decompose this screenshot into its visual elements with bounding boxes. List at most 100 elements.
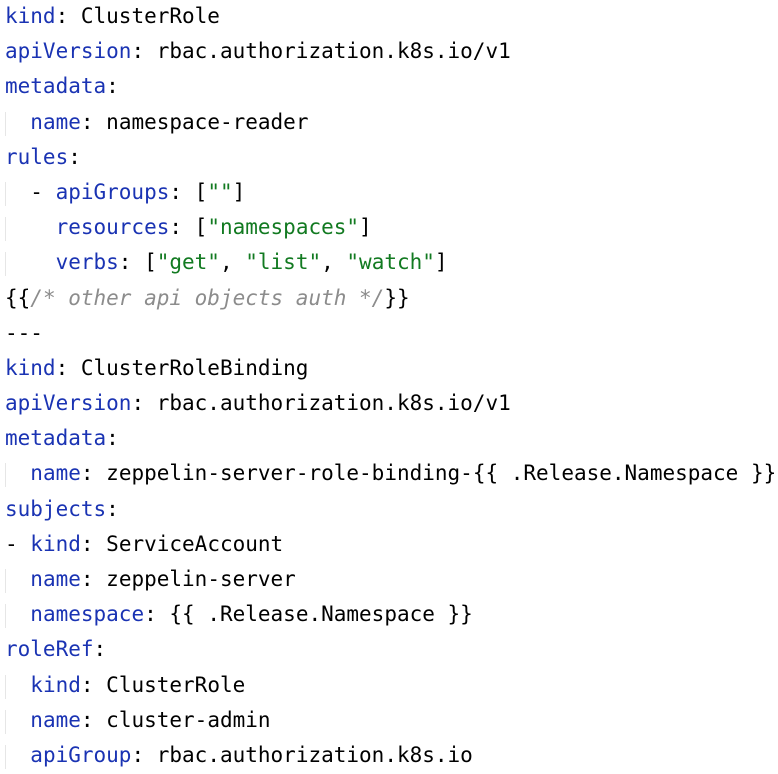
code-token: : (106, 74, 119, 99)
code-token (5, 708, 30, 732)
yaml-string: "watch" (346, 250, 435, 275)
code-token: - (5, 179, 56, 204)
code-line: name: zeppelin-server-role-binding-{{ .R… (0, 457, 778, 492)
code-token: }} (384, 285, 410, 310)
yaml-key: name (30, 109, 81, 134)
yaml-key: rules (5, 144, 69, 169)
code-token: ClusterRoleBinding (80, 355, 309, 380)
code-line: kind: ClusterRoleBinding (0, 352, 778, 387)
yaml-key: kind (30, 672, 81, 697)
code-token: : (55, 355, 81, 380)
code-token: {{ .Release.Namespace }} (169, 602, 473, 627)
code-token: , (219, 250, 246, 275)
code-token: : (93, 637, 107, 662)
code-token: namespace-reader (106, 109, 309, 134)
indent-guide (5, 744, 6, 769)
code-token: : (131, 742, 157, 767)
code-token: : [ (169, 179, 208, 204)
yaml-key: kind (30, 531, 81, 556)
code-token: , (321, 250, 347, 275)
code-line: name: zeppelin-server (0, 563, 778, 598)
yaml-key: verbs (55, 250, 119, 275)
yaml-string: "namespaces" (207, 215, 360, 240)
yaml-key: subjects (5, 496, 107, 521)
code-token: : (131, 39, 157, 64)
code-token: ] (434, 250, 448, 275)
code-line: namespace: {{ .Release.Namespace }} (0, 598, 778, 633)
code-line: apiGroup: rbac.authorization.k8s.io (0, 739, 778, 774)
code-token: : [ (169, 215, 208, 240)
indent-guide (5, 252, 6, 277)
indent-guide (5, 674, 6, 699)
indent-guide (5, 217, 6, 242)
code-comment: /* other api objects auth */ (30, 285, 385, 310)
yaml-key: metadata (5, 426, 107, 451)
yaml-key: apiVersion (5, 391, 132, 416)
code-token: : [ (118, 250, 157, 275)
code-token: : (80, 531, 107, 556)
yaml-key: resources (55, 215, 170, 240)
yaml-key: apiVersion (5, 39, 132, 64)
code-line: subjects: (0, 493, 778, 528)
code-token (5, 110, 30, 134)
code-line: kind: ClusterRole (0, 669, 778, 704)
yaml-key: kind (5, 4, 56, 28)
code-line: apiVersion: rbac.authorization.k8s.io/v1 (0, 35, 778, 70)
yaml-key: name (30, 461, 81, 486)
code-token: ] (232, 179, 246, 204)
indent-guide (5, 709, 6, 734)
code-token (5, 602, 30, 626)
code-token: rbac.authorization.k8s.io/v1 (156, 391, 511, 416)
code-line: roleRef: (0, 633, 778, 668)
indent-guide (5, 181, 6, 206)
yaml-key: namespace (30, 602, 145, 627)
yaml-key: metadata (5, 74, 107, 99)
code-line: apiVersion: rbac.authorization.k8s.io/v1 (0, 387, 778, 422)
yaml-key: apiGroup (30, 742, 132, 767)
code-token: --- (5, 320, 43, 345)
code-token (5, 743, 30, 767)
code-token (5, 250, 56, 274)
code-token: : (80, 109, 107, 134)
code-token: zeppelin-server-role-binding-{{ .Release… (106, 461, 777, 486)
code-token: : (68, 144, 81, 169)
code-line: name: namespace-reader (0, 106, 778, 141)
yaml-string: "" (207, 179, 233, 204)
code-line: rules: (0, 141, 778, 176)
yaml-key: name (30, 567, 81, 591)
code-line: verbs: ["get", "list", "watch"] (0, 246, 778, 281)
code-line: metadata: (0, 422, 778, 457)
code-token (5, 461, 30, 485)
yaml-key: apiGroups (55, 179, 170, 204)
yaml-key: roleRef (5, 637, 94, 662)
indent-guide (5, 111, 6, 136)
code-token (5, 567, 30, 591)
yaml-string: "list" (245, 250, 322, 275)
code-line: metadata: (0, 70, 778, 105)
code-token: ServiceAccount (106, 531, 284, 556)
code-line: kind: ClusterRole (0, 0, 778, 35)
yaml-key: name (30, 707, 81, 732)
code-line: resources: ["namespaces"] (0, 211, 778, 246)
code-token: ] (359, 215, 372, 240)
yaml-string: "get" (156, 250, 220, 275)
yaml-key: kind (5, 355, 56, 380)
code-token: : (131, 391, 157, 416)
code-token: : (80, 567, 107, 591)
code-token: rbac.authorization.k8s.io/v1 (156, 39, 511, 64)
code-token (5, 215, 56, 239)
code-token: - (5, 531, 31, 556)
code-token: : (80, 707, 107, 732)
code-token: ClusterRole (106, 672, 246, 697)
code-token: cluster-admin (106, 707, 271, 732)
code-token: : (80, 461, 107, 486)
code-line: - apiGroups: [""] (0, 176, 778, 211)
code-token: : (55, 4, 81, 28)
code-line: {{/* other api objects auth */}} (0, 282, 778, 317)
code-token (5, 673, 30, 697)
code-token: {{ (5, 285, 31, 310)
code-line: --- (0, 317, 778, 352)
code-line: name: cluster-admin (0, 704, 778, 739)
indent-guide (5, 463, 6, 488)
